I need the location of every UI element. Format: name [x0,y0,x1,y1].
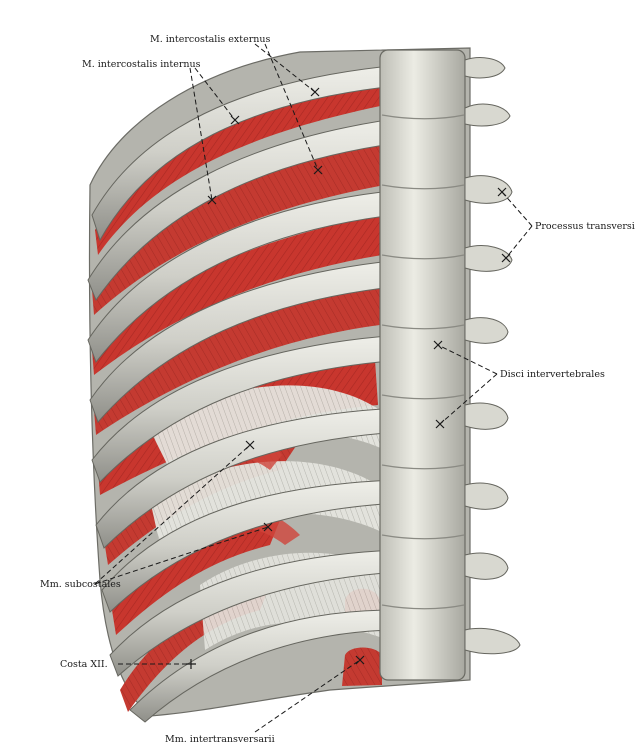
label-costa-xii: Costa XII. [60,659,108,670]
label-disci-intervertebrales: Disci intervertebrales [500,369,605,380]
leader-lines [94,43,533,733]
label-subcostales: Mm. subcostales [40,579,121,590]
label-processus-transversi: Processus transversi [535,221,635,232]
point-markers [186,87,511,669]
label-intercostalis-internus: M. intercostalis internus [82,59,201,70]
vertebral-column [379,49,521,681]
label-intertransversarii: Mm. intertransversarii [165,734,275,745]
label-intercostalis-externus: M. intercostalis externus [150,34,271,45]
